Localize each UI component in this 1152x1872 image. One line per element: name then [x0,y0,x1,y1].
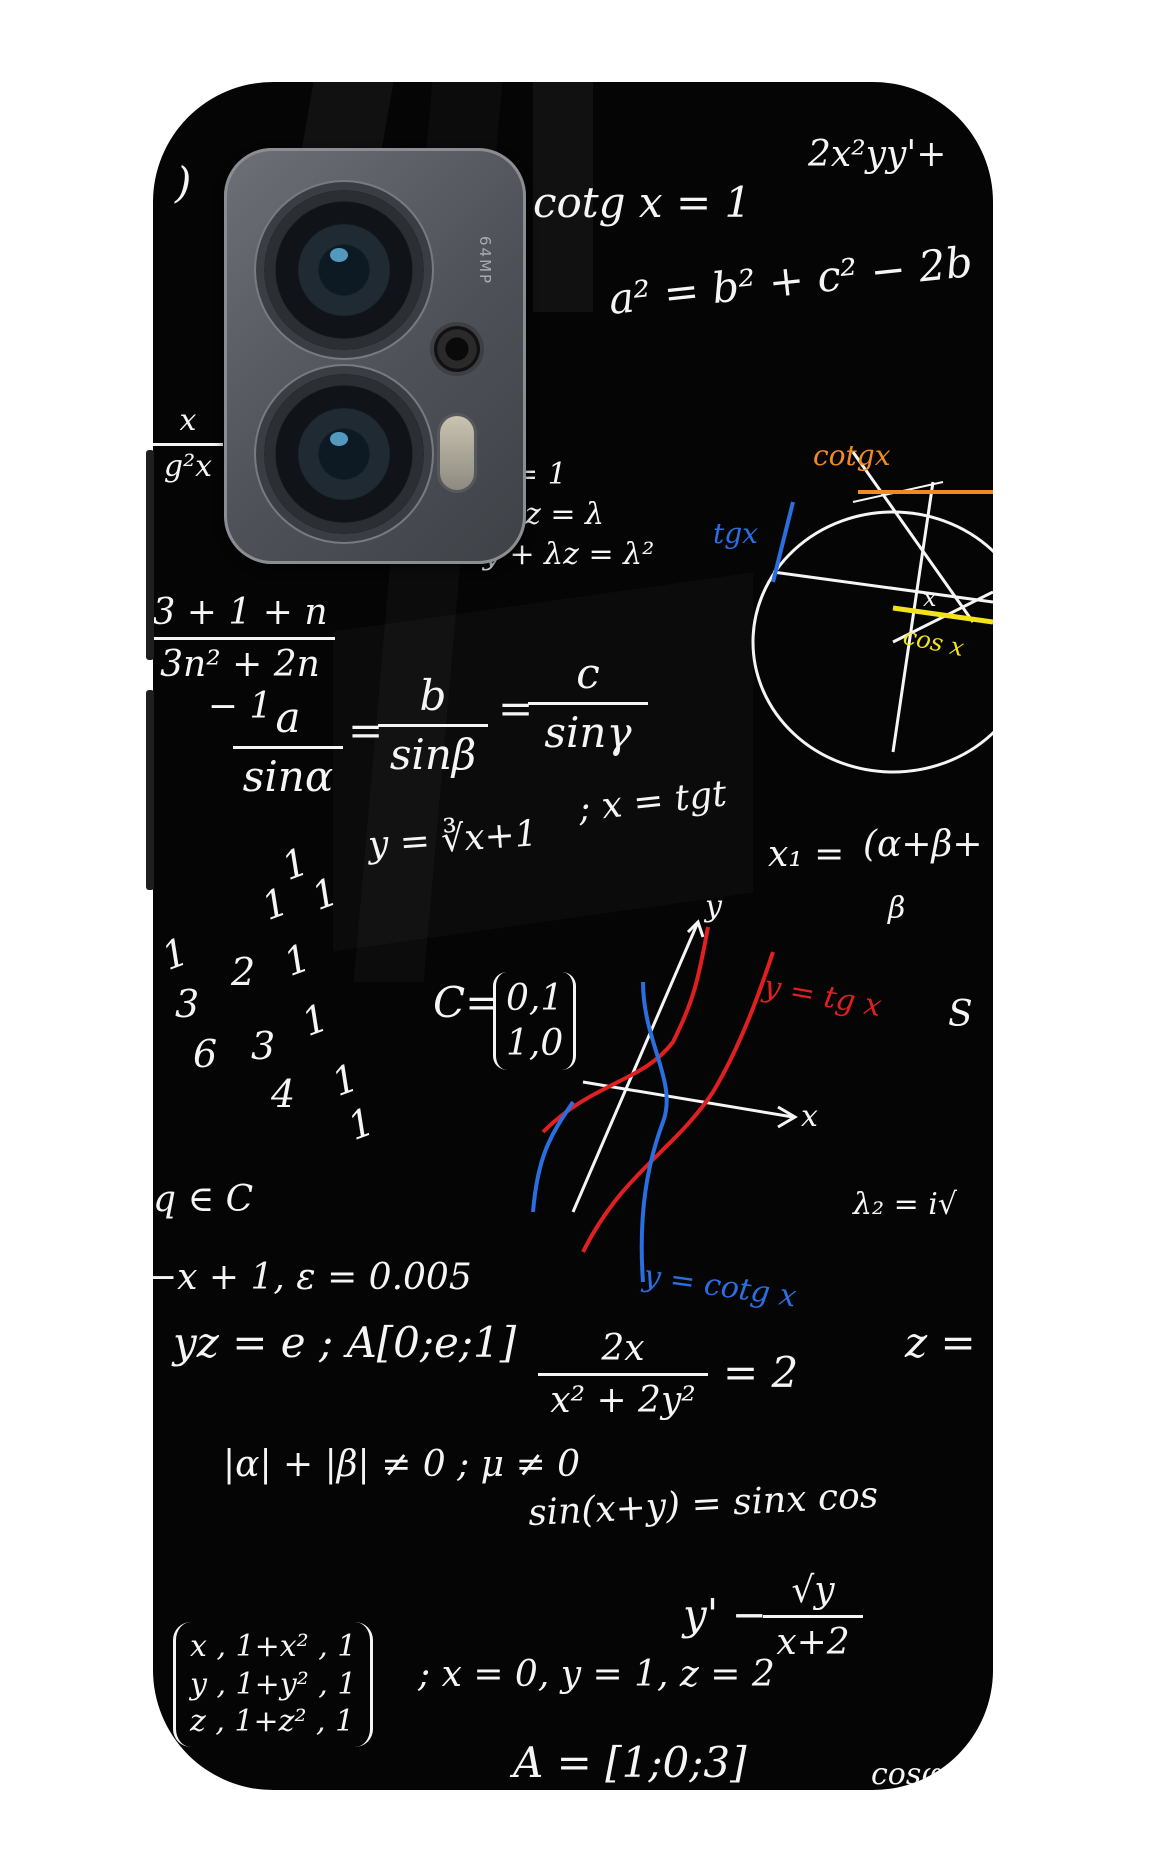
equals-sign: = [498,684,534,733]
alpha-beta: (α+β+ [863,824,983,865]
digit: 4 [271,1072,296,1116]
flash-light [440,416,474,490]
beta-symbol: β [888,891,906,926]
secondary-camera-lens [264,374,424,534]
matrix-c: C= [433,978,501,1027]
trig-circle-drawing [751,451,993,774]
phone-case: cotg x = 1 2x²yy'+ a² = b² + c² − 2b ) x… [153,82,993,1790]
depth-sensor-lens [434,326,480,372]
s-letter: S [948,994,973,1035]
main-camera-lens [264,190,424,350]
equals-sign: = [348,706,384,755]
equation-2: z = λ [525,497,605,532]
camera-module: 64MP [224,148,526,564]
a-vector: A = [1;0;3] [513,1738,747,1787]
cotg-label: cotgx [813,439,891,472]
cos-phi: cosφ = [871,1757,977,1790]
yze-formula: yz = e ; A[0;e;1] [173,1318,517,1367]
abs-formula: |α| + |β| ≠ 0 ; μ ≠ 0 [223,1444,581,1485]
matrix-row: z , 1+z² , 1 [190,1704,355,1739]
matrix-row: x , 1+x² , 1 [190,1629,357,1664]
digit: 2 [231,950,256,994]
lambda-formula: λ₂ = i√ [853,1187,957,1222]
cotg-formula: cotg x = 1 [533,178,752,227]
xyz-values: ; x = 0, y = 1, z = 2 [418,1654,775,1695]
z-equals: z = [905,1318,976,1367]
left-paren: ) [175,158,192,207]
digit: 3 [175,982,200,1026]
volume-button [146,450,154,660]
tangent-graph-drawing [531,919,798,1283]
matrix-3x3: x , 1+x² , 1 y , 1+y² , 1 z , 1+z² , 1 [173,1622,374,1747]
y-prime: y' − [683,1590,767,1639]
reflection-band [533,82,593,312]
graph-x-axis-label: x [801,1099,818,1134]
x-label: x [923,584,937,612]
derivative-formula: 2x²yy'+ [808,134,947,175]
digit: 3 [251,1024,276,1068]
tg-label: tgx [713,517,758,550]
camera-megapixel-label: 64MP [476,236,494,286]
digit: 6 [193,1032,218,1076]
q-in-c: q ∈ C [153,1179,254,1220]
fraction-rhs: = 2 [723,1348,799,1397]
graph-y-axis-label: y [705,889,722,924]
epsilon-formula: −x + 1, ε = 0.005 [153,1257,472,1298]
matrix-row: y , 1+y² , 1 [190,1666,357,1702]
power-button [146,690,154,890]
x1-formula: x₁ = [768,834,845,875]
